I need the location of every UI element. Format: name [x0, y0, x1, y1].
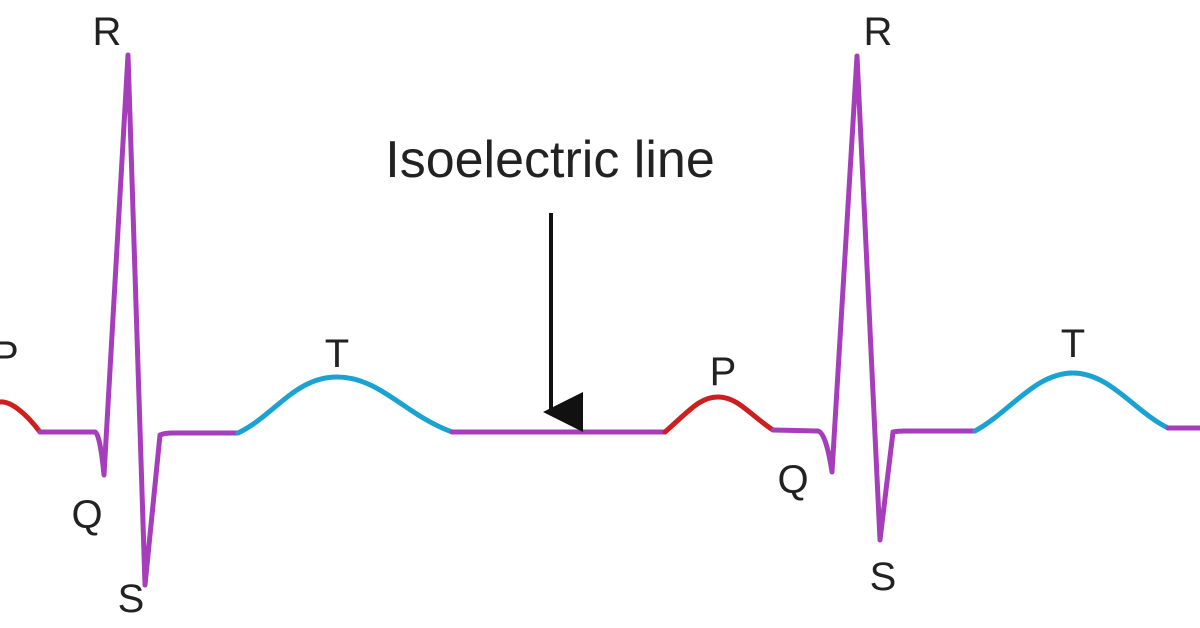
p-wave-2	[662, 394, 776, 435]
isoelectric-line-label: Isoelectric line	[385, 131, 714, 189]
r-label-1: R	[93, 10, 122, 54]
qrs-complex-1	[37, 52, 241, 588]
p-label-1: P	[0, 334, 19, 378]
r-label-2: R	[864, 10, 893, 54]
q-label-2: Q	[777, 458, 808, 502]
t-label-2: T	[1061, 322, 1085, 366]
t-label-1: T	[325, 332, 349, 376]
s-label-2: S	[870, 555, 897, 599]
p-wave-1	[0, 399, 43, 435]
p-label-2: P	[710, 350, 737, 394]
t-wave-2	[972, 370, 1171, 434]
q-label-1: Q	[71, 493, 102, 537]
s-label-1: S	[118, 577, 145, 621]
qrs-complex-2	[770, 53, 978, 543]
t-wave-1	[235, 374, 455, 436]
